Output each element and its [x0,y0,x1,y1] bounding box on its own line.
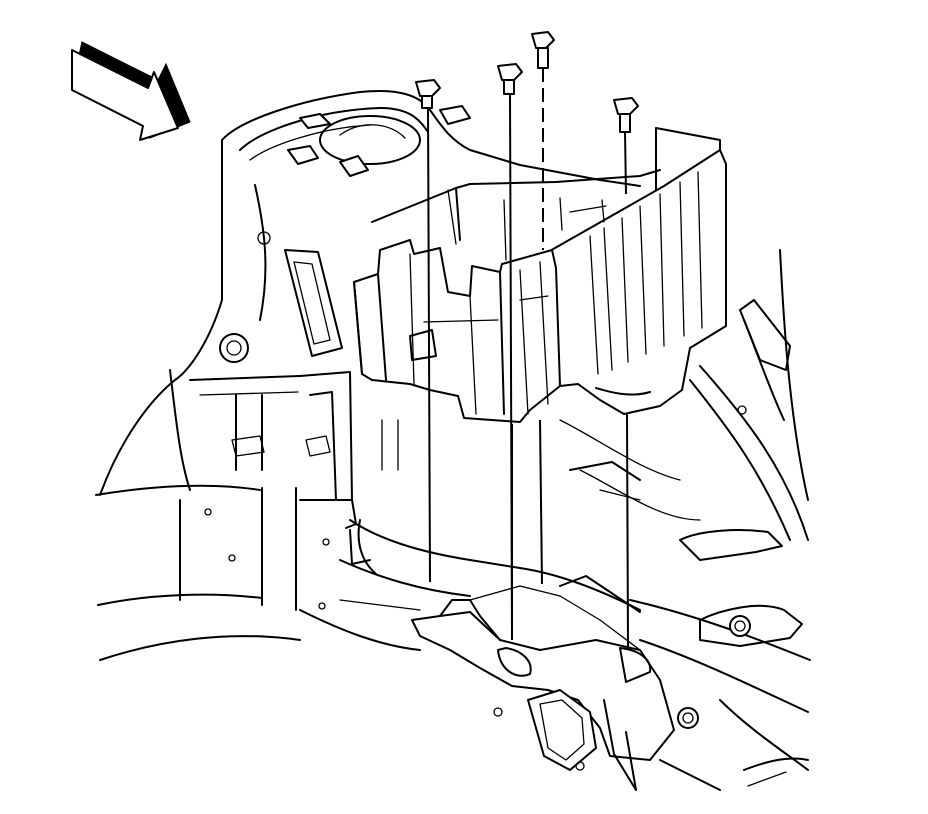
battery-tray [353,127,727,423]
frame-rail [299,249,811,791]
bolt-3 [531,31,555,585]
bolt-1 [415,79,441,583]
vehicle-body-panel [95,90,641,661]
direction-arrow-icon [71,41,191,141]
mounting-bracket [411,575,699,791]
bolt-4 [613,97,639,649]
